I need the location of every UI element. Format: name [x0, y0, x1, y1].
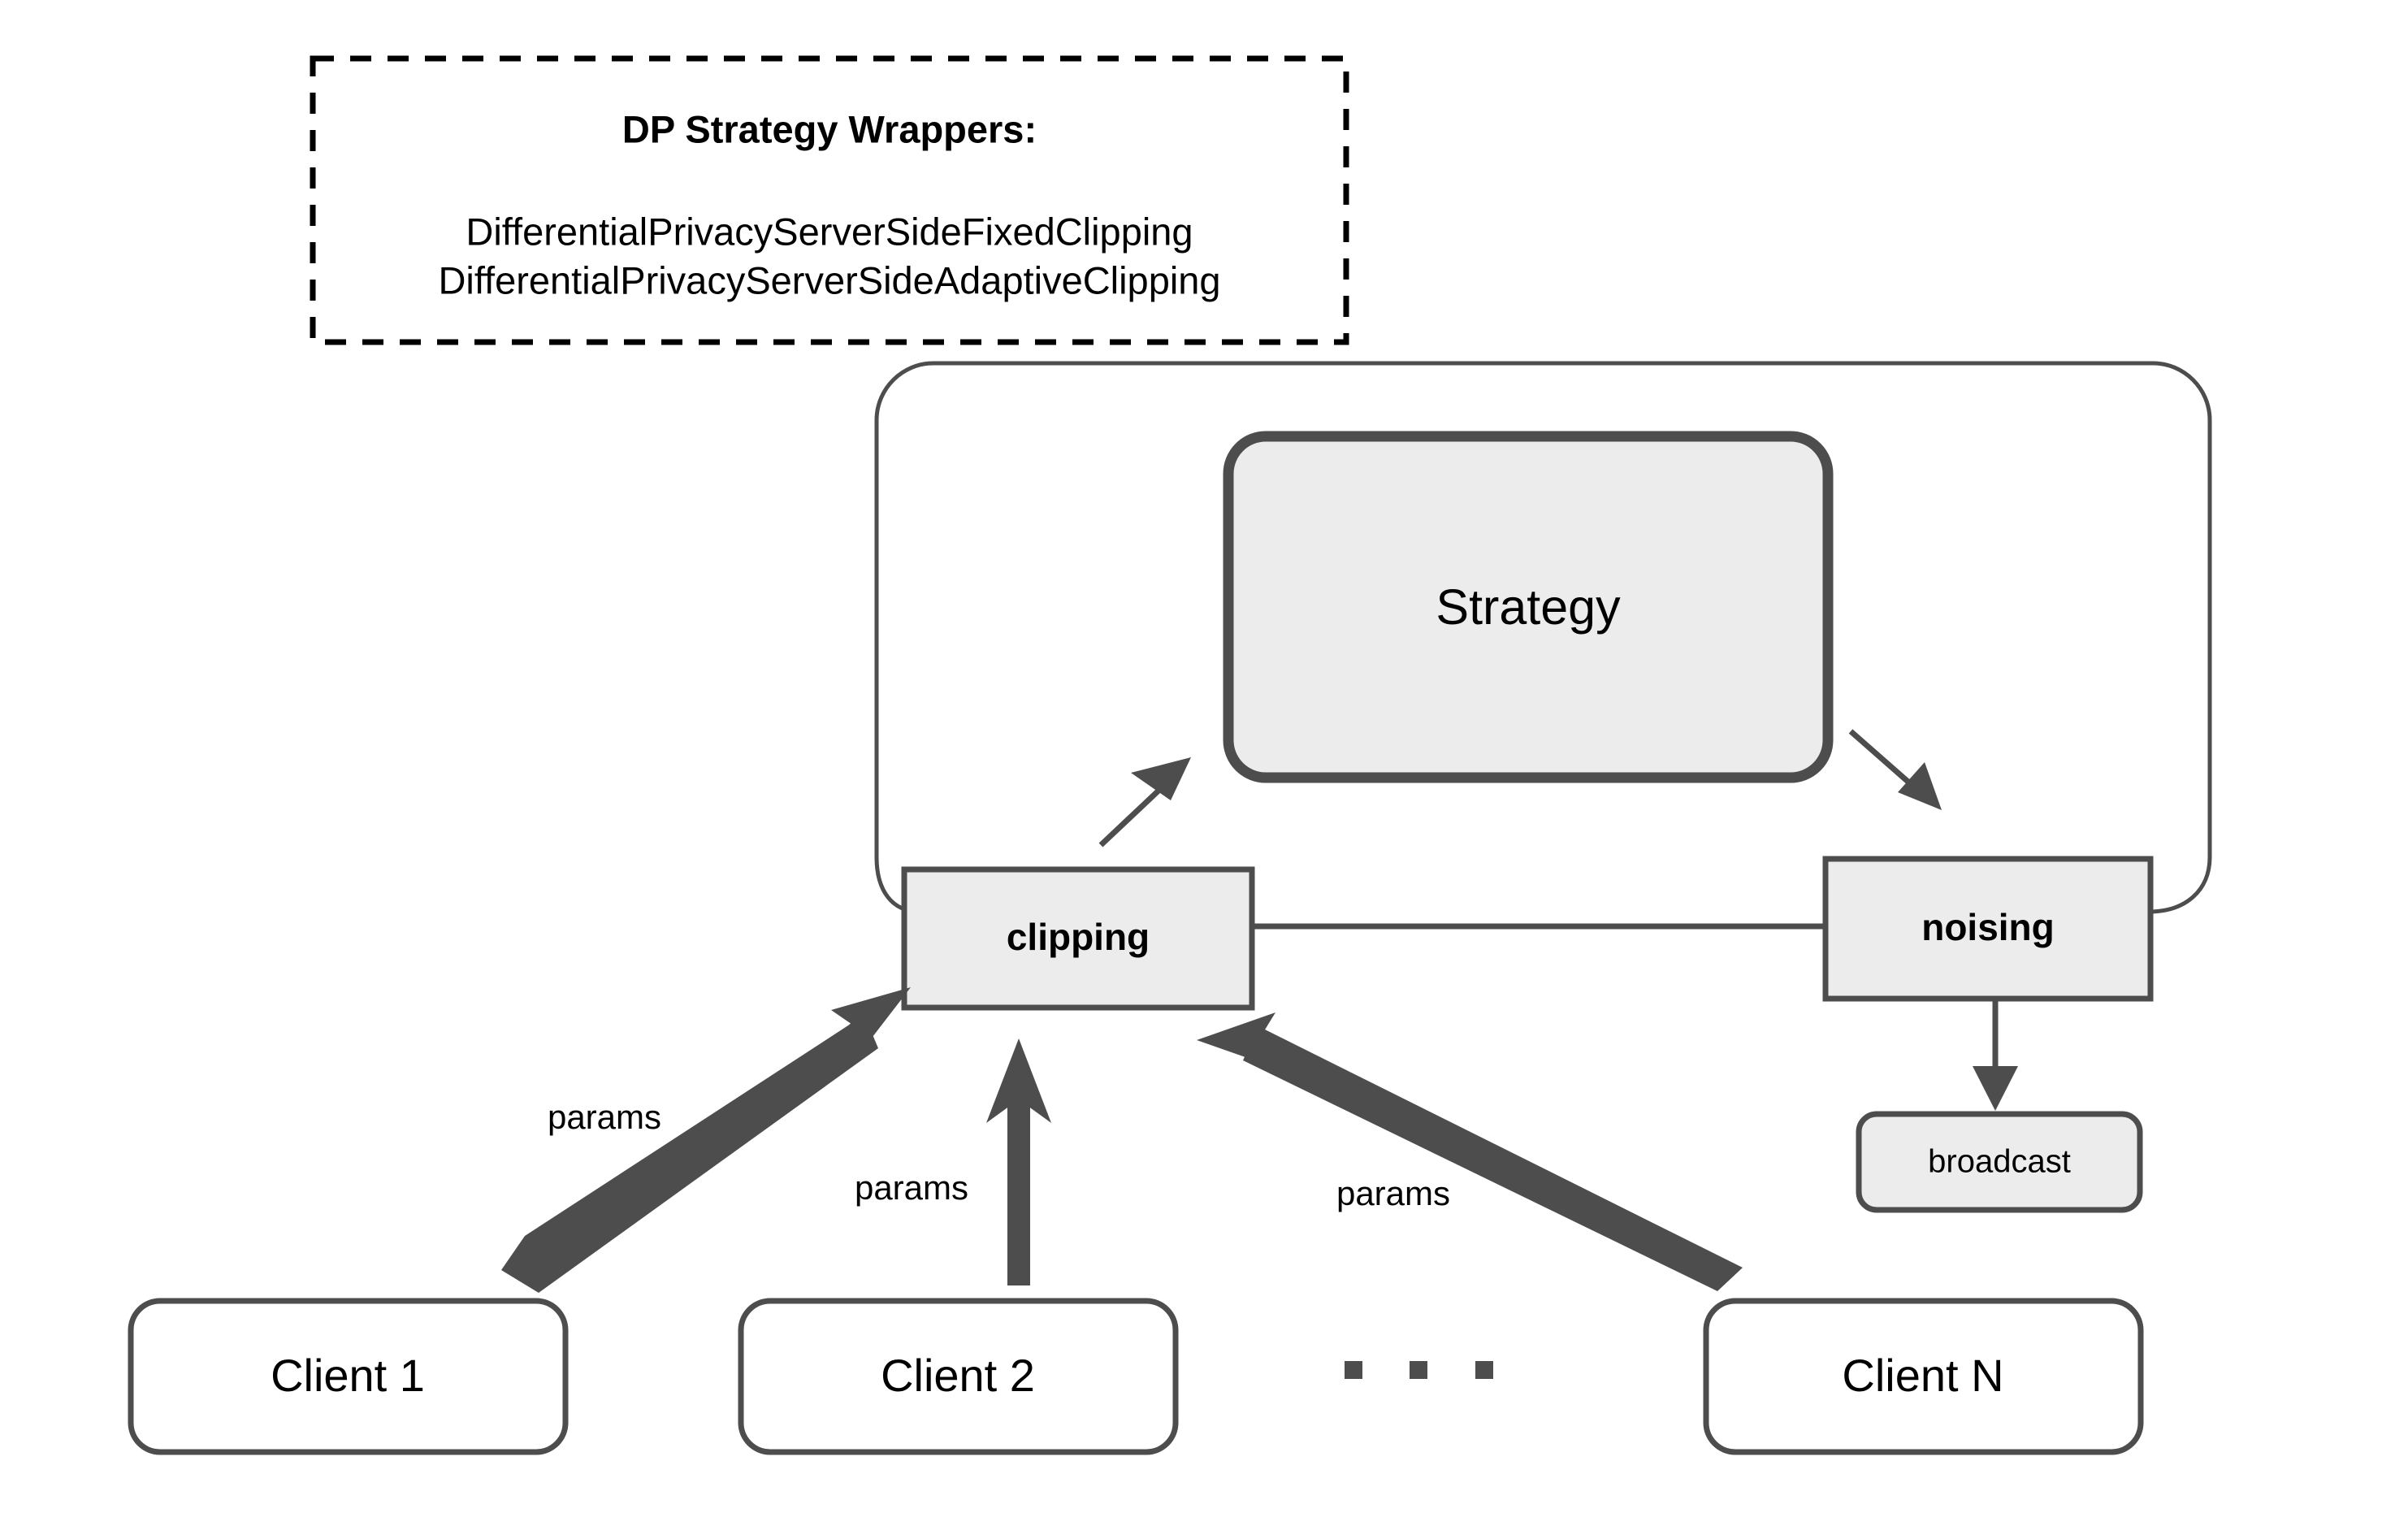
client-1-label: Client 1	[271, 1350, 425, 1401]
client2-arrow-shaft	[1007, 1081, 1030, 1285]
clients-ellipsis	[1345, 1361, 1493, 1379]
strategy-noising-arrowhead	[1898, 762, 1942, 810]
clipping-box[interactable]	[901, 866, 1255, 1011]
client1-arrowhead	[831, 987, 911, 1069]
broadcast-node[interactable]: broadcast	[1856, 1111, 2143, 1213]
client-node-1[interactable]: Client 1	[128, 1298, 569, 1455]
noising-to-broadcast-arrow	[1973, 999, 2018, 1111]
ellipsis-dot-3	[1475, 1361, 1493, 1379]
client2-arrowhead	[986, 1038, 1051, 1123]
client-node-n[interactable]: Client N	[1703, 1298, 2144, 1455]
client1-arrow-shaft	[501, 1013, 878, 1293]
params-label-clientN: params	[1336, 1174, 1450, 1212]
strategy-node[interactable]: Strategy	[1223, 431, 1834, 783]
clipping-strategy-arrowhead	[1131, 757, 1191, 800]
clipping-to-strategy-arrow	[1098, 757, 1191, 848]
client2-to-clipping-arrow	[986, 1038, 1051, 1285]
legend-title: DP Strategy Wrappers:	[622, 107, 1037, 150]
client-n-label: Client N	[1842, 1350, 2003, 1401]
noising-label: noising	[1921, 906, 2055, 948]
client-n-box[interactable]	[1703, 1298, 2144, 1455]
strategy-label: Strategy	[1436, 579, 1621, 635]
ellipsis-dot-2	[1410, 1361, 1427, 1379]
server-container-outline	[874, 361, 2212, 914]
clipping-label: clipping	[1007, 916, 1150, 958]
params-label-client1: params	[548, 1098, 661, 1136]
clientN-arrow-shaft	[1243, 1026, 1743, 1291]
legend-dashed-border	[310, 55, 1349, 345]
client-2-label: Client 2	[881, 1350, 1035, 1401]
strategy-to-noising-arrow	[1848, 729, 1942, 810]
client-1-box[interactable]	[128, 1298, 569, 1455]
noising-box[interactable]	[1822, 856, 2154, 1002]
dp-strategy-wrappers-legend: DP Strategy Wrappers: DifferentialPrivac…	[310, 55, 1349, 345]
strategy-noising-arrow-shaft	[1848, 729, 1920, 792]
broadcast-box[interactable]	[1856, 1111, 2143, 1213]
ellipsis-dot-1	[1345, 1361, 1362, 1379]
client1-to-clipping-arrow	[501, 987, 911, 1293]
legend-wrapper-adaptive-clipping: DifferentialPrivacyServerSideAdaptiveCli…	[438, 258, 1220, 301]
client-2-box[interactable]	[738, 1298, 1179, 1455]
params-label-client2: params	[855, 1168, 968, 1207]
noising-broadcast-arrowhead	[1973, 1066, 2018, 1111]
clientN-arrowhead	[1197, 1012, 1287, 1072]
server-container	[874, 361, 2212, 914]
clipping-node[interactable]: clipping	[901, 866, 1255, 1011]
legend-wrapper-fixed-clipping: DifferentialPrivacyServerSideFixedClippi…	[466, 210, 1193, 253]
clientN-to-clipping-arrow	[1197, 1012, 1743, 1291]
broadcast-label: broadcast	[1928, 1144, 2071, 1180]
noising-node[interactable]: noising	[1822, 856, 2154, 1002]
client-node-2[interactable]: Client 2	[738, 1298, 1179, 1455]
strategy-box[interactable]	[1223, 431, 1834, 783]
